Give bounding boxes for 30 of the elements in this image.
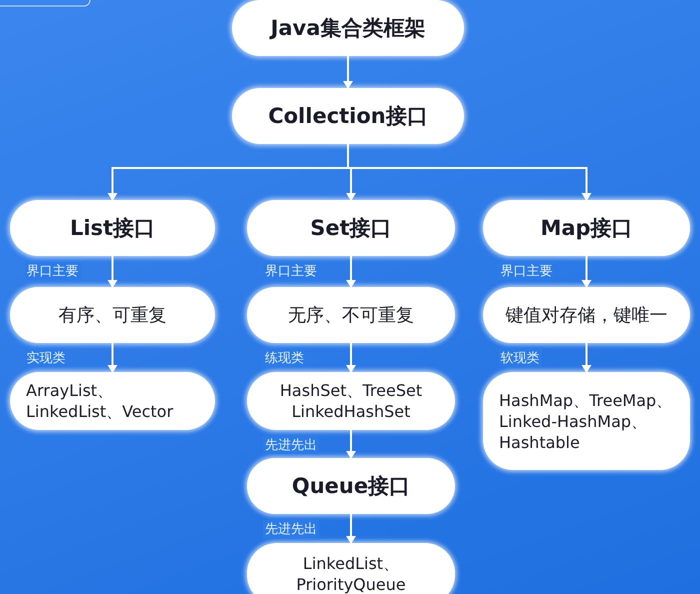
edge-label: 界口主要: [263, 262, 319, 280]
edge-label: 先进先出: [263, 436, 319, 454]
interface-box: Java集合类框架: [232, 0, 464, 56]
arrow: [108, 343, 118, 373]
class-list-box: HashMap、TreeMap、Linked-HashMap、Hashtable: [483, 372, 690, 470]
edge-label: 软现类: [498, 349, 542, 367]
arrow: [108, 256, 118, 288]
feature-box: 有序、可重复: [10, 287, 215, 343]
class-list-box: LinkedList、PriorityQueue: [247, 543, 455, 594]
interface-box: Map接口: [483, 200, 690, 256]
edge-label: 实现类: [24, 349, 68, 367]
arrow: [343, 56, 353, 89]
edge-label: 界口主要: [24, 262, 80, 280]
edge-label: 练现类: [263, 349, 306, 367]
interface-box: List接口: [10, 200, 215, 256]
arrow: [346, 256, 356, 288]
arrow: [346, 514, 356, 544]
feature-box: 无序、不可重复: [247, 287, 455, 343]
arrow: [346, 343, 356, 373]
class-list-box: ArrayList、LinkedList、Vector: [10, 372, 215, 430]
edge-label: 界口主要: [498, 262, 554, 280]
interface-box: Set接口: [247, 200, 455, 256]
interface-box: Collection接口: [232, 88, 464, 144]
interface-box: Queue接口: [247, 458, 455, 514]
feature-box: 键值对存储，键唯一: [483, 287, 690, 343]
arrow: [582, 343, 592, 373]
arrow: [346, 430, 356, 459]
edge-label: 先进先出: [263, 520, 319, 538]
class-list-box: HashSet、TreeSet LinkedHashSet: [247, 372, 455, 430]
arrow: [582, 256, 592, 288]
